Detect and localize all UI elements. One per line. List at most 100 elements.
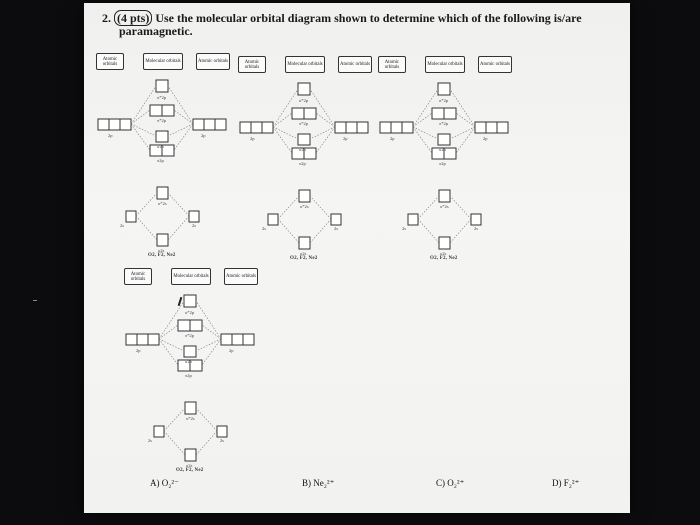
atomic-2s-box[interactable]: [470, 213, 482, 226]
sigma-2s-box[interactable]: [438, 236, 451, 250]
atomic-2p-box[interactable]: [379, 121, 392, 134]
orbital-label: 2p: [136, 348, 141, 353]
orbital-label: 2s: [262, 226, 267, 231]
correlation-line: [163, 430, 186, 456]
orbital-label: π2p: [299, 161, 306, 166]
pi-2p-box[interactable]: [189, 359, 203, 372]
correlation-line: [167, 215, 190, 241]
atomic-2p-box[interactable]: [485, 121, 498, 134]
atomic-2p-box[interactable]: [345, 121, 358, 134]
pi-star-2p-box[interactable]: [149, 104, 163, 117]
atomic-2p-box[interactable]: [401, 121, 414, 134]
orbital-label: σ2s: [158, 248, 165, 253]
atomic-2p-box[interactable]: [390, 121, 403, 134]
pi-2p-box[interactable]: [443, 147, 457, 160]
correlation-line: [272, 112, 293, 128]
pi-2p-box[interactable]: [161, 144, 175, 157]
atomic-2p-box[interactable]: [125, 333, 138, 346]
atomic-2p-box[interactable]: [147, 333, 160, 346]
correlation-line: [277, 218, 300, 244]
answer-a[interactable]: A) O₂²⁻: [150, 478, 179, 488]
atomic-2s-box[interactable]: [125, 210, 137, 223]
correlation-line: [158, 338, 185, 352]
header-molecular-orbitals: Molecular orbitals: [171, 268, 211, 285]
correlation-line: [309, 195, 332, 220]
sigma-2s-box[interactable]: [156, 233, 169, 247]
atomic-2p-box[interactable]: [496, 121, 509, 134]
atomic-2s-box[interactable]: [267, 213, 279, 226]
orbital-label: 2p: [483, 136, 488, 141]
sigma-star-2s-box[interactable]: [156, 186, 169, 200]
orbital-label: π*2p: [185, 333, 195, 338]
sigma-star-2p-box[interactable]: [297, 82, 311, 96]
correlation-line: [315, 126, 336, 154]
orbital-label: π*2p: [439, 121, 449, 126]
atomic-2s-box[interactable]: [216, 425, 228, 438]
sigma-star-2s-box[interactable]: [184, 401, 197, 415]
atomic-2p-box[interactable]: [261, 121, 274, 134]
sigma-star-2p-box[interactable]: [437, 82, 451, 96]
atomic-2p-box[interactable]: [231, 333, 244, 346]
orbital-label: σ2p: [439, 147, 446, 152]
orbital-label: 2p: [229, 348, 234, 353]
question-text: 2. (4 pts) Use the molecular orbital dia…: [102, 10, 622, 38]
atomic-2s-box[interactable]: [153, 425, 165, 438]
orbital-label: 2p: [201, 133, 206, 138]
sigma-2p-box[interactable]: [183, 345, 197, 358]
correlation-line: [201, 324, 222, 340]
atomic-2s-box[interactable]: [330, 213, 342, 226]
atomic-2p-box[interactable]: [239, 121, 252, 134]
pi-star-2p-box[interactable]: [431, 107, 445, 120]
answer-c[interactable]: C) O₂²⁺: [436, 478, 465, 488]
atomic-2p-box[interactable]: [220, 333, 233, 346]
orbital-label: σ*2p: [299, 98, 309, 103]
orbital-label: σ2s: [300, 251, 307, 256]
answer-b[interactable]: B) Ne₂²⁺: [302, 478, 335, 488]
orbital-label: π*2p: [157, 118, 167, 123]
atomic-2p-box[interactable]: [136, 333, 149, 346]
atomic-2p-box[interactable]: [192, 118, 205, 131]
atomic-2p-box[interactable]: [250, 121, 263, 134]
atomic-2p-box[interactable]: [474, 121, 487, 134]
correlation-line: [412, 126, 433, 154]
atomic-2p-box[interactable]: [334, 121, 347, 134]
sigma-star-2s-box[interactable]: [438, 189, 451, 203]
question-body-cont: paramagnetic.: [119, 24, 193, 38]
orbital-label: σ2s: [186, 463, 193, 468]
atomic-2p-box[interactable]: [108, 118, 121, 131]
pi-star-2p-box[interactable]: [443, 107, 457, 120]
sigma-2p-box[interactable]: [155, 130, 169, 143]
pi-star-2p-box[interactable]: [161, 104, 175, 117]
orbital-energy-diagram: [125, 294, 255, 462]
atomic-2s-box[interactable]: [407, 213, 419, 226]
correlation-line: [135, 192, 158, 217]
pi-star-2p-box[interactable]: [177, 319, 191, 332]
pi-star-2p-box[interactable]: [189, 319, 203, 332]
atomic-2p-box[interactable]: [242, 333, 255, 346]
atomic-2p-box[interactable]: [119, 118, 132, 131]
answer-d[interactable]: D) F₂²⁺: [552, 478, 580, 488]
orbital-label: π*2p: [299, 121, 309, 126]
sigma-star-2s-box[interactable]: [298, 189, 311, 203]
pi-star-2p-box[interactable]: [303, 107, 317, 120]
sigma-2p-box[interactable]: [437, 133, 451, 146]
sigma-star-2p-box[interactable]: [183, 294, 197, 308]
header-atomic-orbitals: Atomic orbitals: [238, 56, 266, 73]
header-atomic-orbitals: Atomic orbitals: [124, 268, 152, 285]
atomic-2p-box[interactable]: [203, 118, 216, 131]
pi-star-2p-box[interactable]: [291, 107, 305, 120]
correlation-line: [158, 338, 179, 366]
atomic-2p-box[interactable]: [356, 121, 369, 134]
sigma-2s-box[interactable]: [184, 448, 197, 462]
atomic-2p-box[interactable]: [97, 118, 110, 131]
sigma-2s-box[interactable]: [298, 236, 311, 250]
correlation-line: [195, 430, 218, 456]
atomic-2p-box[interactable]: [214, 118, 227, 131]
pi-2p-box[interactable]: [303, 147, 317, 160]
atomic-2s-box[interactable]: [188, 210, 200, 223]
orbital-label: σ2p: [299, 147, 306, 152]
sigma-star-2p-box[interactable]: [155, 79, 169, 93]
sigma-2p-box[interactable]: [297, 133, 311, 146]
orbital-energy-diagram: [379, 82, 509, 250]
